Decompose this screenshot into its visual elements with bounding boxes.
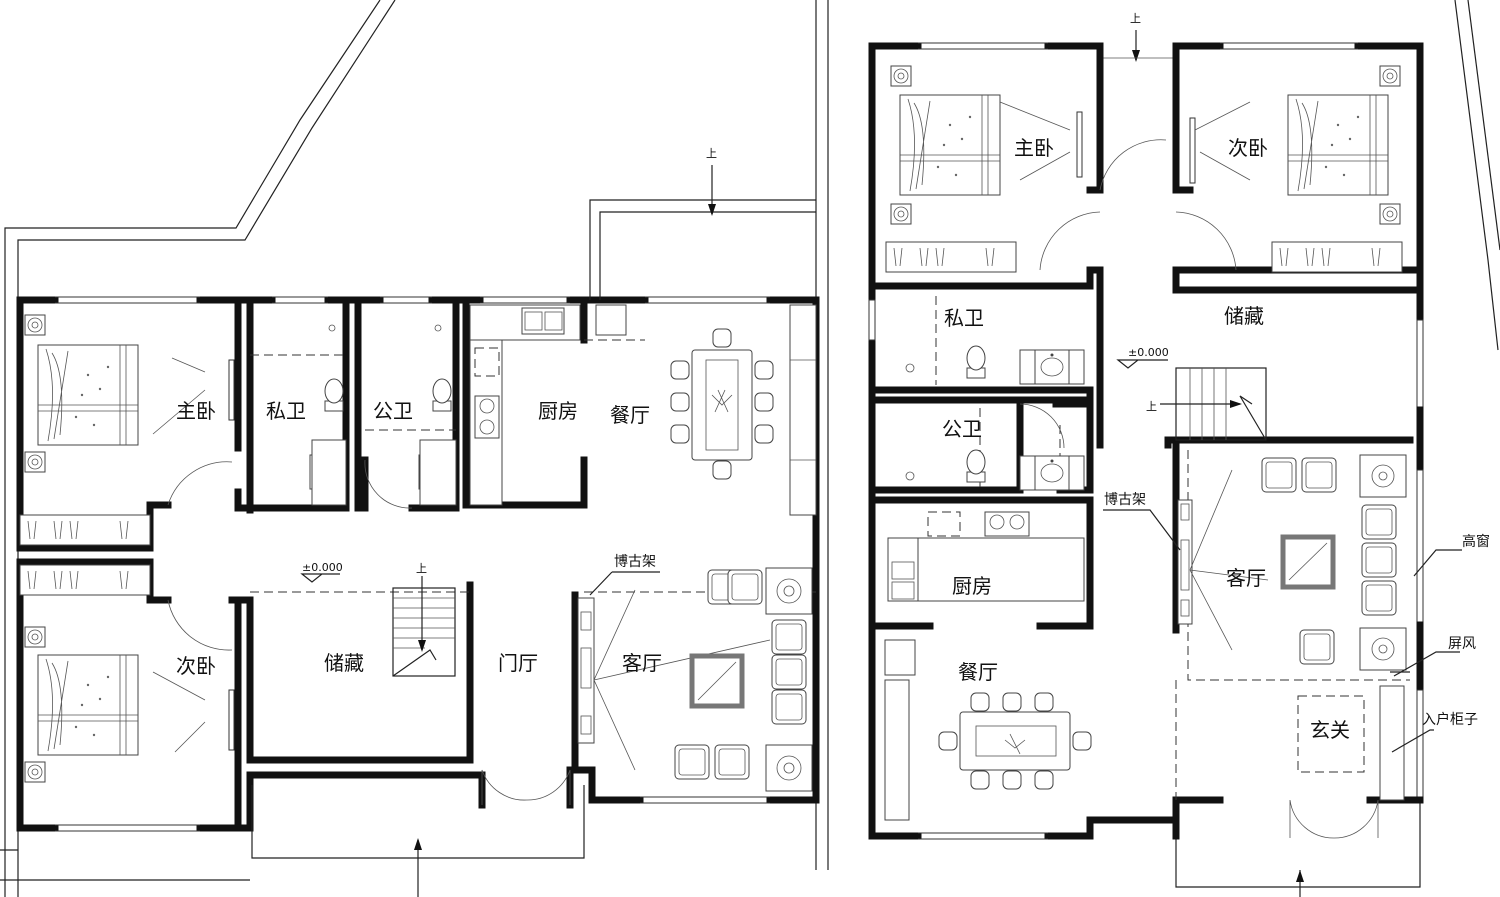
right-room-public-bath: 公卫 (942, 417, 982, 441)
right-room-entry: 玄关 (1310, 718, 1350, 742)
up-arrow-label: 上 (706, 147, 717, 160)
room-master-bedroom: 主卧 (176, 399, 216, 423)
right-room-kitchen: 厨房 (952, 574, 992, 598)
shelf-callout-label: 博古架 (614, 553, 656, 570)
entry-cabinet-callout-label: 入户柜子 (1422, 711, 1478, 728)
right-shelf-callout-label: 博古架 (1104, 491, 1146, 508)
right-stair-up-label: 上 (1146, 400, 1157, 413)
elevation-mark: ±0.000 (302, 561, 343, 574)
room-public-bath: 公卫 (373, 399, 413, 423)
left-floor-plan: 上 (0, 0, 829, 897)
right-room-living: 客厅 (1226, 566, 1266, 590)
right-room-master-bedroom: 主卧 (1014, 136, 1054, 160)
room-second-bedroom: 次卧 (176, 654, 216, 678)
room-foyer: 门厅 (498, 651, 538, 675)
right-room-private-bath: 私卫 (944, 306, 984, 330)
stair-up-label: 上 (416, 562, 427, 575)
right-elevation-mark: ±0.000 (1128, 346, 1169, 359)
right-floor-plan: 上 (868, 0, 1500, 897)
room-kitchen: 厨房 (538, 399, 578, 423)
right-room-dining: 餐厅 (958, 660, 998, 684)
right-room-storage: 储藏 (1224, 304, 1264, 328)
room-living: 客厅 (622, 651, 662, 675)
screen-callout-label: 屏风 (1448, 636, 1476, 652)
right-up-arrow-label: 上 (1130, 12, 1141, 25)
high-window-callout-label: 高窗 (1462, 533, 1490, 550)
room-dining: 餐厅 (610, 403, 650, 427)
right-room-second-bedroom: 次卧 (1228, 136, 1268, 160)
room-private-bath: 私卫 (266, 399, 306, 423)
room-storage: 储藏 (324, 651, 364, 675)
